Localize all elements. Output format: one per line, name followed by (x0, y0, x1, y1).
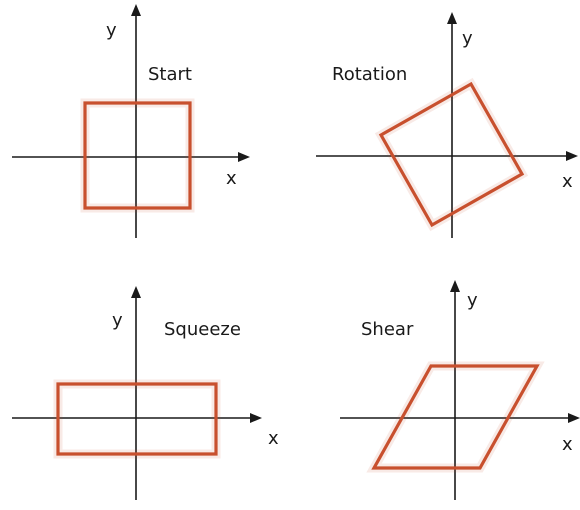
x-axis-arrow (566, 151, 578, 161)
shape-glow (80, 98, 195, 213)
y-axis-arrow (447, 12, 457, 24)
x-axis-arrow (238, 152, 250, 162)
panel-title: Start (148, 64, 192, 85)
y-axis-arrow (450, 280, 460, 292)
y-axis-label: y (462, 28, 473, 49)
x-axis-label: x (226, 168, 237, 189)
sheared-parallelogram (371, 364, 540, 470)
y-axis-label: y (467, 290, 478, 311)
panel-rotation: y x Rotation (316, 12, 578, 238)
start-square (83, 101, 192, 210)
y-axis-arrow (131, 286, 141, 298)
x-axis-label: x (268, 428, 279, 449)
y-axis-label: y (106, 20, 117, 41)
x-axis-arrow (568, 413, 580, 423)
y-axis-arrow (131, 4, 141, 16)
rotated-square (378, 81, 525, 228)
x-axis-label: x (562, 171, 573, 192)
panel-title: Rotation (332, 64, 407, 85)
panel-start: y x Start (12, 4, 250, 238)
x-axis-label: x (562, 434, 573, 455)
panel-title: Shear (361, 319, 414, 340)
panel-squeeze: y x Squeeze (12, 286, 279, 500)
panel-shear: y x Shear (340, 280, 580, 500)
squeezed-rectangle (56, 382, 218, 456)
panel-title: Squeeze (164, 319, 241, 340)
x-axis-arrow (250, 413, 262, 423)
y-axis-label: y (112, 310, 123, 331)
shape-glow (53, 379, 221, 459)
